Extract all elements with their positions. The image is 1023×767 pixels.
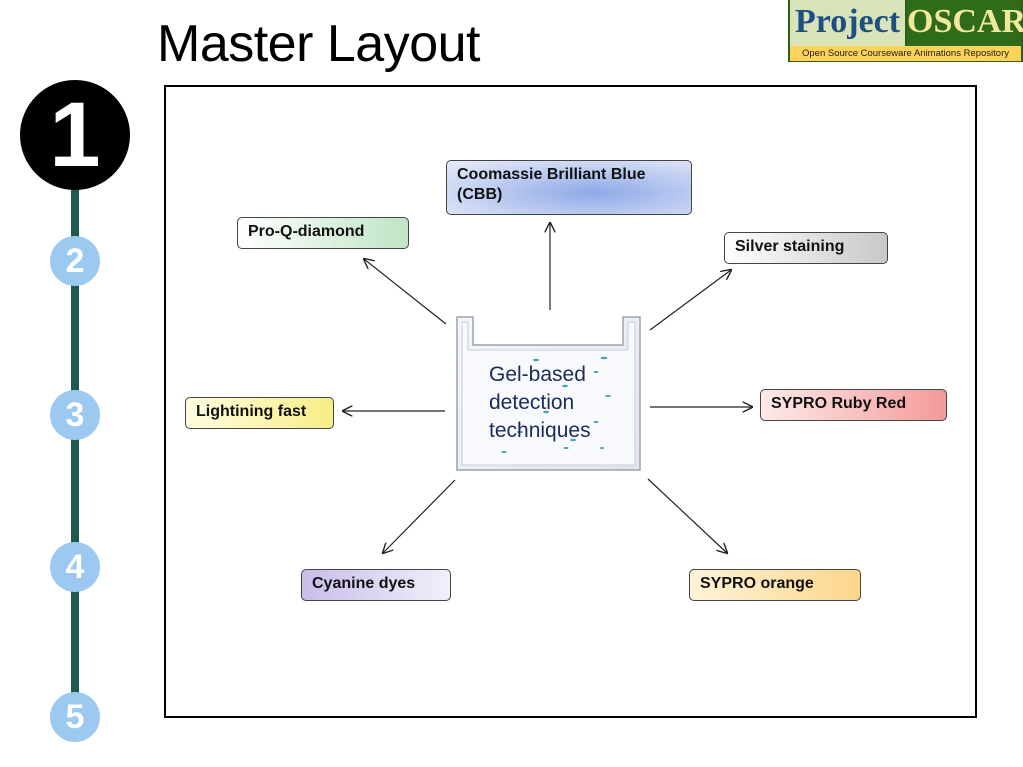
- page-title: Master Layout: [157, 15, 481, 73]
- project-oscar-logo: Project OSCAR Open Source Courseware Ani…: [788, 0, 1023, 62]
- node-sypro-ruby-red: SYPRO Ruby Red: [760, 389, 947, 421]
- node-silver-staining: Silver staining: [724, 232, 888, 264]
- center-label: Gel-based detection techniques: [489, 363, 591, 442]
- arrow-to-cyanine: [383, 479, 456, 553]
- node-pro-q-diamond: Pro-Q-diamond: [237, 217, 409, 249]
- logo-project-word: Project: [790, 0, 905, 46]
- arrow-to-silver: [649, 270, 731, 331]
- node-sypro-orange: SYPRO orange: [689, 569, 861, 601]
- step-4[interactable]: 4: [50, 542, 100, 592]
- gel-illustration: [456, 316, 641, 471]
- step-5[interactable]: 5: [50, 692, 100, 742]
- logo-oscar-word: OSCAR: [907, 0, 1023, 46]
- arrow-to-proq: [364, 259, 447, 325]
- step-3[interactable]: 3: [50, 390, 100, 440]
- step-timeline-line: [71, 170, 79, 715]
- arrow-to-sypro-orange: [647, 478, 727, 553]
- logo-subtitle: Open Source Courseware Animations Reposi…: [790, 46, 1021, 61]
- node-lightning-fast: Lightining fast: [185, 397, 334, 429]
- step-2[interactable]: 2: [50, 236, 100, 286]
- node-coomassie-brilliant-blue: Coomassie Brilliant Blue (CBB): [446, 160, 692, 215]
- node-cyanine-dyes: Cyanine dyes: [301, 569, 451, 601]
- step-1-current[interactable]: 1: [20, 80, 130, 190]
